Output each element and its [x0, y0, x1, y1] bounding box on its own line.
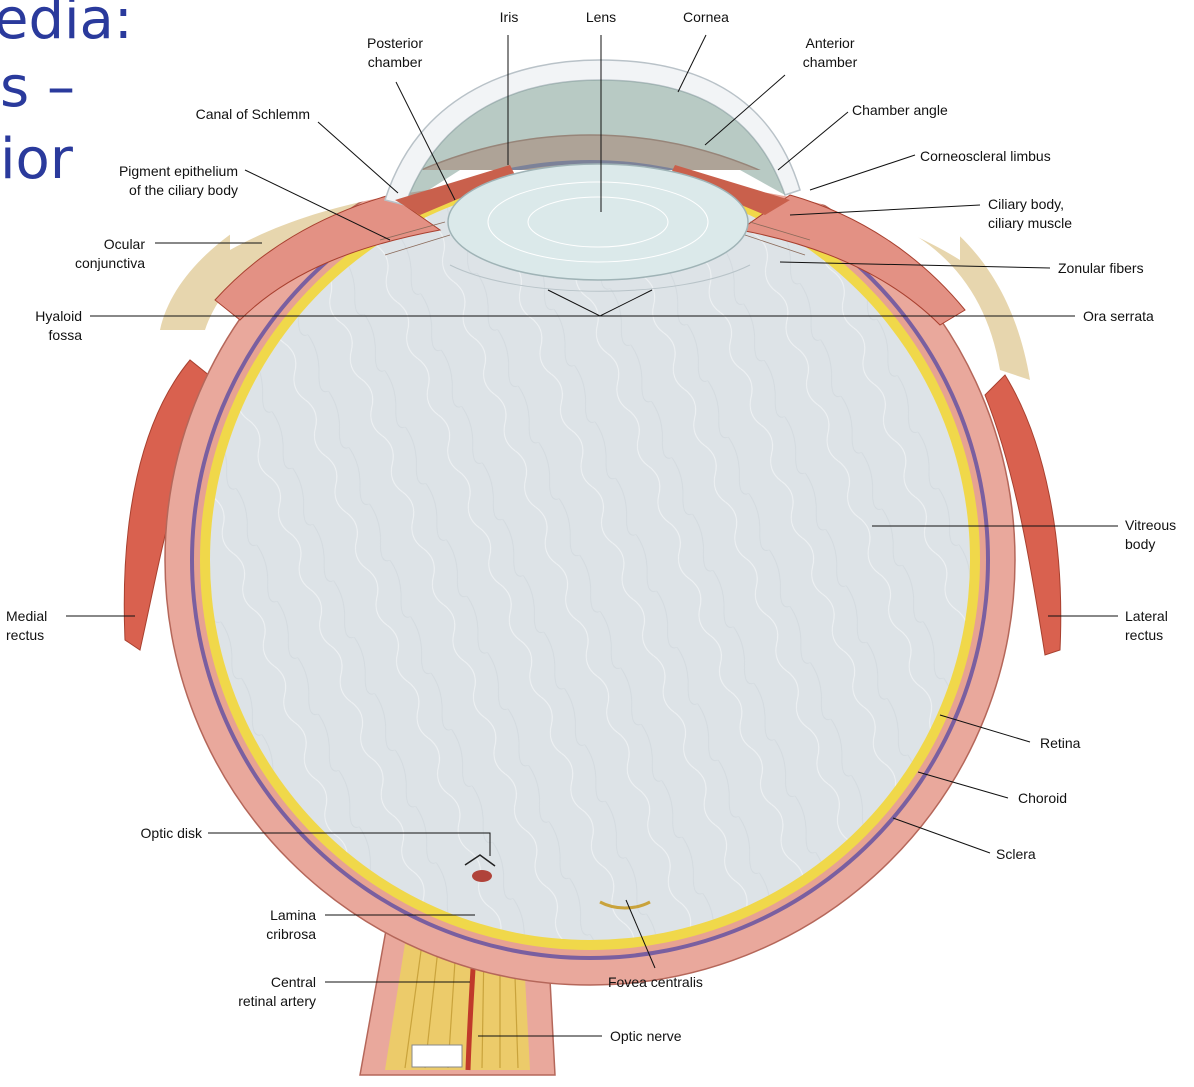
label-zonular-fibers: Zonular fibers [1058, 259, 1178, 278]
lens-shape [448, 164, 748, 280]
label-lateral-rectus: Lateral rectus [1125, 607, 1185, 645]
label-corneoscleral-limbus: Corneoscleral limbus [920, 147, 1090, 166]
label-iris: Iris [493, 8, 525, 27]
label-optic-disk: Optic disk [100, 824, 202, 843]
label-pigment-epithelium: Pigment epithelium of the ciliary body [80, 162, 238, 200]
label-chamber-angle: Chamber angle [852, 101, 992, 120]
label-cornea: Cornea [676, 8, 736, 27]
nerve-label-tag [412, 1045, 462, 1067]
label-medial-rectus: Medial rectus [6, 607, 66, 645]
label-optic-nerve: Optic nerve [610, 1027, 720, 1046]
label-anterior-chamber: Anterior chamber [780, 34, 880, 72]
label-fovea-centralis: Fovea centralis [608, 973, 738, 992]
label-lens: Lens [578, 8, 624, 27]
label-ora-serrata: Ora serrata [1083, 307, 1183, 326]
label-lamina-cribrosa: Lamina cribrosa [230, 906, 316, 944]
label-sclera: Sclera [996, 845, 1056, 864]
label-vitreous-body: Vitreous body [1125, 516, 1193, 554]
label-posterior-chamber: Posterior chamber [345, 34, 445, 72]
label-choroid: Choroid [1018, 789, 1088, 808]
label-canal-of-schlemm: Canal of Schlemm [150, 105, 310, 124]
optic-disk-spot [472, 870, 492, 882]
label-hyaloid-fossa: Hyaloid fossa [10, 307, 82, 345]
label-central-retinal-artery: Central retinal artery [196, 973, 316, 1011]
label-ocular-conjunctiva: Ocular conjunctiva [40, 235, 145, 273]
label-ciliary-body: Ciliary body, ciliary muscle [988, 195, 1108, 233]
label-retina: Retina [1040, 734, 1110, 753]
